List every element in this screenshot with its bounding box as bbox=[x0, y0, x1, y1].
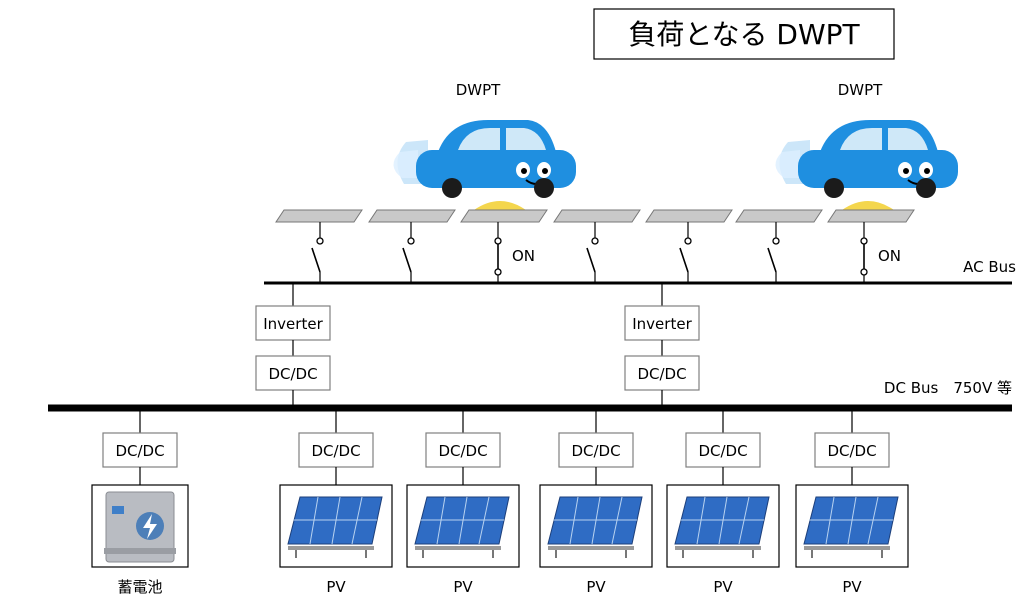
dcdc-box bbox=[685, 432, 761, 468]
road-coil bbox=[735, 209, 823, 223]
inverter-label: Inverter bbox=[632, 315, 692, 333]
device-label: PV bbox=[453, 578, 473, 596]
title-box: 負荷となる DWPT bbox=[593, 8, 895, 60]
road-coil bbox=[553, 209, 641, 223]
road-coil bbox=[827, 209, 915, 223]
solar-panel-icon bbox=[674, 496, 770, 558]
device-label: PV bbox=[842, 578, 862, 596]
car-icon bbox=[393, 120, 576, 198]
dcdc-label: DC/DC bbox=[268, 365, 317, 383]
device-label: 蓄電池 bbox=[117, 578, 162, 596]
dcdc-label: DC/DC bbox=[698, 442, 747, 460]
road-coil bbox=[645, 209, 733, 223]
coil-glow-icon bbox=[842, 201, 894, 210]
solar-panel-icon bbox=[287, 496, 383, 558]
road-coil bbox=[460, 209, 548, 223]
dc-bus-label: DC Bus 750V 等 bbox=[884, 379, 1012, 397]
road-coil bbox=[275, 209, 363, 223]
dcdc-box bbox=[255, 355, 331, 391]
dcdc-label: DC/DC bbox=[637, 365, 686, 383]
dcdc-label: DC/DC bbox=[827, 442, 876, 460]
source-battery: DC/DC 蓄電池 bbox=[91, 408, 189, 596]
dcdc-box bbox=[298, 432, 374, 468]
switch bbox=[311, 222, 324, 283]
coil-glow-icon bbox=[474, 201, 526, 210]
switch bbox=[767, 222, 780, 283]
solar-panel-icon bbox=[547, 496, 643, 558]
ac-bus-label: AC Bus bbox=[963, 258, 1016, 276]
device-label: PV bbox=[586, 578, 606, 596]
dcdc-label: DC/DC bbox=[311, 442, 360, 460]
road-coils bbox=[275, 209, 915, 223]
car-icon bbox=[775, 120, 958, 198]
switch-on: ON bbox=[494, 222, 535, 283]
dcdc-label: DC/DC bbox=[438, 442, 487, 460]
switch bbox=[402, 222, 415, 283]
source-pv: DC/DC PV bbox=[539, 408, 653, 596]
source-pv: DC/DC PV bbox=[666, 408, 780, 596]
switch-state-label: ON bbox=[512, 247, 535, 265]
dcdc-label: DC/DC bbox=[115, 442, 164, 460]
device-label: PV bbox=[326, 578, 346, 596]
source-pv: DC/DC PV bbox=[279, 408, 393, 596]
car-label-1: DWPT bbox=[456, 81, 501, 99]
title-frame bbox=[593, 8, 895, 60]
battery-icon bbox=[104, 491, 176, 563]
inverter-box bbox=[624, 305, 700, 341]
road-coil bbox=[368, 209, 456, 223]
title-text: 負荷となる DWPT bbox=[628, 18, 860, 51]
solar-panel-icon bbox=[414, 496, 510, 558]
car-label-2: DWPT bbox=[838, 81, 883, 99]
switch bbox=[586, 222, 599, 283]
switch-state-label: ON bbox=[878, 247, 901, 265]
device-label: PV bbox=[713, 578, 733, 596]
source-pv: DC/DC PV bbox=[795, 408, 909, 596]
dcdc-box bbox=[425, 432, 501, 468]
source-pv: DC/DC PV bbox=[406, 408, 520, 596]
dcdc-box bbox=[102, 432, 178, 468]
switch-on: ON bbox=[860, 222, 901, 283]
switch bbox=[679, 222, 692, 283]
dcdc-label: DC/DC bbox=[571, 442, 620, 460]
solar-panel-icon bbox=[803, 496, 899, 558]
dcdc-box bbox=[814, 432, 890, 468]
inverter-label: Inverter bbox=[263, 315, 323, 333]
